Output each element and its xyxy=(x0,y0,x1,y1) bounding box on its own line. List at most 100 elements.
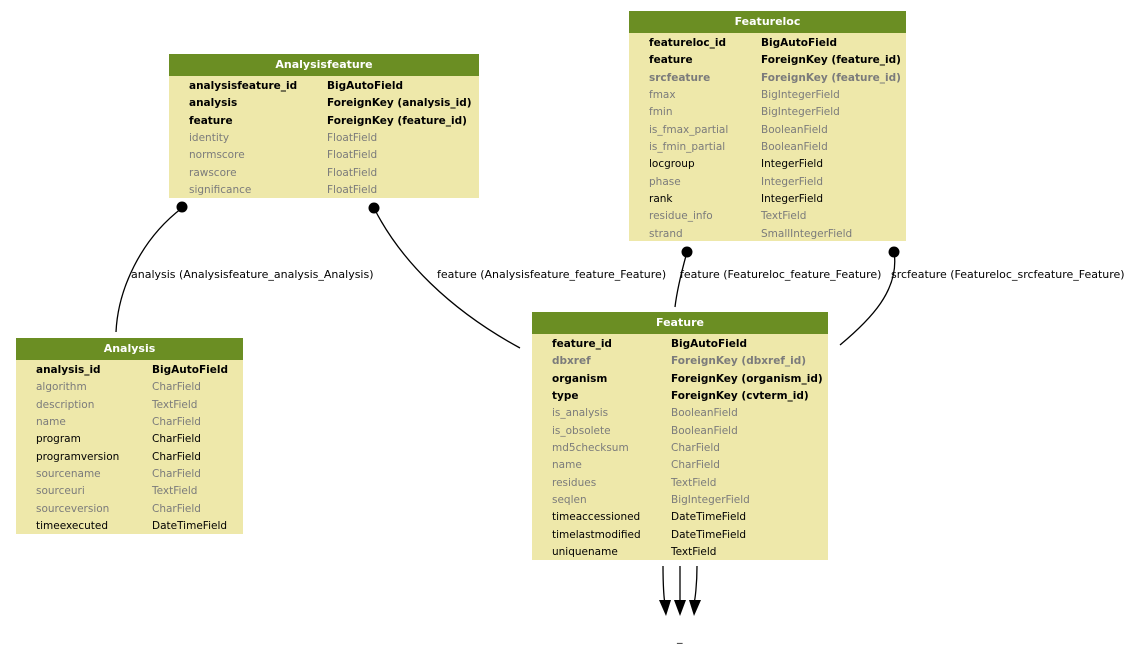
field-name: residues xyxy=(552,476,597,489)
field-type: IntegerField xyxy=(761,158,824,171)
field-name: analysisfeature_id xyxy=(189,80,298,92)
field-name: dbxref xyxy=(552,355,591,368)
edge-label-af-feature: feature (Analysisfeature_feature_Feature… xyxy=(437,268,667,281)
field-row: algorithm CharField xyxy=(16,379,243,396)
edge-fl-srcfeature-dot xyxy=(888,246,900,258)
field-type: DateTimeField xyxy=(152,520,228,533)
field-type: TextField xyxy=(152,398,198,411)
field-type: DateTimeField xyxy=(671,528,747,541)
field-type: ForeignKey (dbxref_id) xyxy=(671,355,807,368)
field-type: TextField xyxy=(152,485,198,498)
field-name: locgroup xyxy=(649,158,695,171)
field-name: organism xyxy=(552,372,608,385)
field-name: fmin xyxy=(649,106,673,119)
field-type: CharField xyxy=(152,381,201,394)
field-row: type ForeignKey (cvterm_id) xyxy=(532,388,828,405)
edge-fl-srcfeature xyxy=(839,251,896,346)
field-name: uniquename xyxy=(552,546,618,559)
field-name: description xyxy=(36,398,95,411)
field-row: fmin BigIntegerField xyxy=(629,104,906,121)
field-type: CharField xyxy=(152,502,201,515)
field-name: phase xyxy=(649,175,681,188)
field-row: significance FloatField xyxy=(169,182,479,199)
field-row: is_fmin_partial BooleanField xyxy=(629,139,906,156)
field-name: type xyxy=(552,390,579,403)
field-type: ForeignKey (organism_id) xyxy=(671,372,823,385)
field-type: BigIntegerField xyxy=(761,89,840,102)
arrowhead-3 xyxy=(689,600,701,616)
field-type: ForeignKey (cvterm_id) xyxy=(671,390,809,403)
field-type: FloatField xyxy=(327,132,378,145)
field-row: fmax BigIntegerField xyxy=(629,87,906,104)
edge-fl-feature-dot xyxy=(681,246,693,258)
edge-af-feature-dot xyxy=(368,202,380,214)
field-type: CharField xyxy=(671,459,720,472)
field-name: featureloc_id xyxy=(649,37,726,49)
field-name: rawscore xyxy=(189,166,237,179)
field-type: CharField xyxy=(152,468,201,481)
field-name: is_analysis xyxy=(552,407,609,420)
field-type: FloatField xyxy=(327,149,378,162)
field-type: BigIntegerField xyxy=(761,106,840,119)
field-type: BooleanField xyxy=(761,141,828,154)
field-type: ForeignKey (feature_id) xyxy=(761,71,901,84)
field-name: is_fmax_partial xyxy=(649,123,729,136)
field-type: TextField xyxy=(671,546,717,559)
field-row: srcfeature ForeignKey (feature_id) xyxy=(629,70,906,87)
field-name: is_fmin_partial xyxy=(649,141,726,154)
table-title: Featureloc xyxy=(629,11,906,33)
arrowhead-1 xyxy=(659,600,671,616)
field-name: fmax xyxy=(649,89,676,102)
field-name: srcfeature xyxy=(649,71,711,84)
field-type: DateTimeField xyxy=(671,511,747,524)
arrowhead-2 xyxy=(674,600,686,616)
edge-out-3 xyxy=(693,565,698,604)
field-name: identity xyxy=(189,132,230,145)
edge-out-1 xyxy=(662,565,666,604)
table-title: Feature xyxy=(532,312,828,334)
field-type: TextField xyxy=(671,476,717,489)
field-name: feature xyxy=(649,54,693,67)
field-row: description TextField xyxy=(16,397,243,414)
field-name: is_obsolete xyxy=(552,424,611,437)
edge-analysis xyxy=(115,207,183,333)
field-type: BigIntegerField xyxy=(671,494,750,507)
field-row: locgroup IntegerField xyxy=(629,156,906,173)
field-name: feature_id xyxy=(552,338,612,350)
field-row: analysisfeature_id BigAutoField xyxy=(169,78,479,95)
field-type: BigAutoField xyxy=(327,80,403,92)
field-name: md5checksum xyxy=(552,442,629,455)
field-name: algorithm xyxy=(36,381,87,394)
field-type: FloatField xyxy=(327,166,378,179)
field-name: significance xyxy=(189,184,252,197)
field-name: strand xyxy=(649,227,683,240)
table-title: Analysisfeature xyxy=(169,54,479,76)
field-type: IntegerField xyxy=(761,193,824,206)
field-name: feature xyxy=(189,114,233,127)
field-row: identity FloatField xyxy=(169,130,479,147)
table-analysisfeature[interactable]: Analysisfeature analysisfeature_id BigAut… xyxy=(169,54,479,198)
field-type: FloatField xyxy=(327,184,378,197)
